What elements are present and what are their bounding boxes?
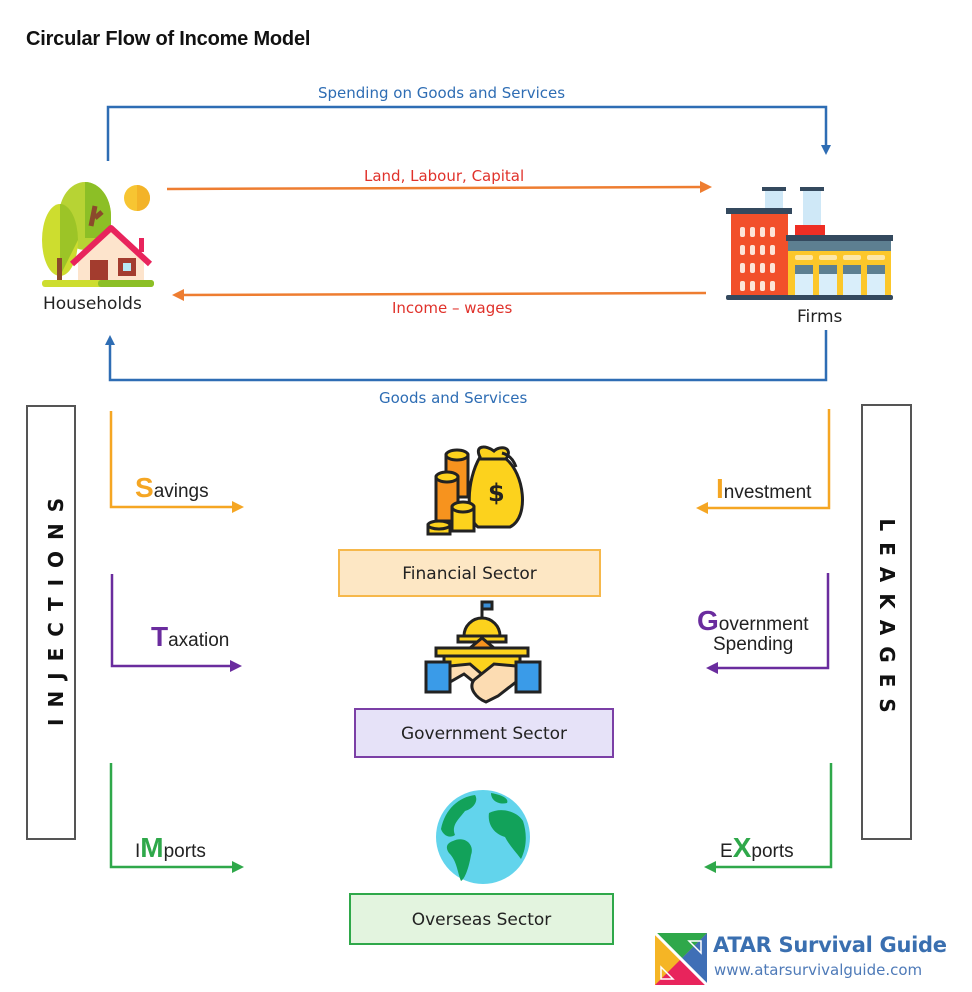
injections-panel — [26, 405, 76, 840]
savings-arrow — [109, 411, 244, 513]
investment-label: Investment — [716, 473, 812, 504]
atar-logo-icon — [655, 933, 707, 985]
factors-label: Land, Labour, Capital — [364, 167, 525, 185]
income-label: Income – wages — [392, 299, 513, 317]
goods-label: Goods and Services — [379, 389, 528, 407]
savings-label: Savings — [135, 472, 209, 503]
exports-arrow — [704, 763, 833, 873]
money-bag-icon: $ — [426, 445, 524, 536]
leakages-panel — [861, 404, 912, 840]
factors-arrow — [166, 181, 712, 194]
goods-arrow — [105, 330, 828, 382]
overseas-sector-box: Overseas Sector — [349, 893, 614, 945]
households-label: Households — [43, 294, 142, 314]
government-sector-box: Government Sector — [354, 708, 614, 758]
firms-label: Firms — [797, 307, 843, 327]
imports-arrow — [109, 763, 244, 873]
diagram-title: Circular Flow of Income Model — [26, 28, 311, 50]
svg-text:$: $ — [488, 479, 505, 507]
financial-sector-box: Financial Sector — [338, 549, 601, 597]
injections-label: INJECTIONS — [44, 486, 68, 726]
income-arrow — [172, 288, 707, 301]
government-spending-arrow — [706, 573, 830, 674]
spending-label: Spending on Goods and Services — [318, 84, 566, 102]
government-handshake-icon — [424, 600, 542, 704]
factory-icon — [726, 187, 893, 300]
exports-label: EXports — [720, 832, 794, 863]
brand-url[interactable]: www.atarsurvivalguide.com — [714, 961, 923, 979]
taxation-arrow — [110, 574, 242, 672]
globe-icon — [436, 790, 530, 884]
leakages-label: LEAKAGES — [875, 518, 899, 724]
household-icon — [42, 182, 154, 287]
investment-arrow — [696, 409, 831, 514]
government-spending-label: Government Spending — [697, 605, 809, 656]
imports-label: IMports — [135, 832, 206, 863]
taxation-label: Taxation — [151, 621, 230, 652]
brand-name: ATAR Survival Guide — [713, 933, 947, 957]
spending-arrow — [106, 105, 831, 161]
